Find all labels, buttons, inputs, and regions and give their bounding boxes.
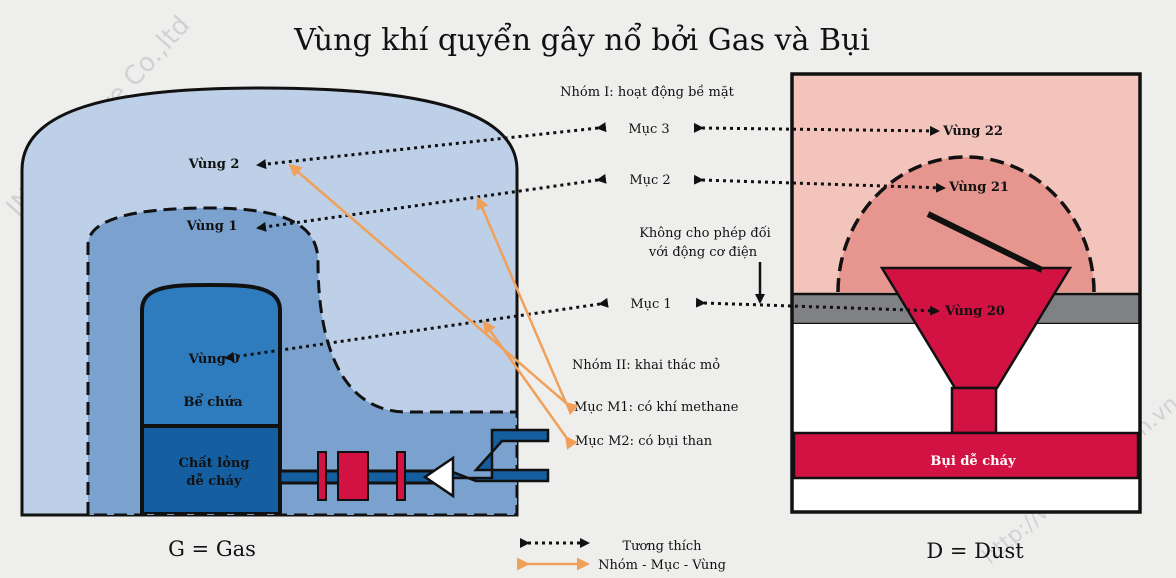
- gas-diagram: Vùng 2 Vùng 1 Vùng 0 Bể chứa Chất lỏng d…: [20, 86, 550, 561]
- dust-frame: [790, 72, 1142, 514]
- label-group2: Nhóm II: khai thác mỏ: [572, 358, 720, 373]
- label-not-allowed-line2: với động cơ điện: [648, 245, 758, 260]
- dust-lever: [926, 211, 1044, 273]
- group-category-zone-arrows: [288, 163, 579, 450]
- label-zone22: Vùng 22: [942, 124, 1003, 139]
- label-cat2: Mục 2: [629, 173, 670, 188]
- label-tank: Bể chứa: [183, 394, 243, 410]
- check-valve-icon: [422, 455, 455, 499]
- label-not-allowed-line1: Không cho phép đối: [639, 225, 771, 241]
- label-m1: Mục M1: có khí methane: [574, 400, 739, 415]
- gas-liquid: [144, 426, 278, 512]
- label-zone1: Vùng 1: [186, 219, 238, 234]
- legend-group-category-zone-label: Nhóm - Mục - Vùng: [598, 558, 726, 573]
- dust-funnel-spout: [950, 386, 998, 435]
- label-cat3: Mục 3: [628, 122, 669, 137]
- pump-flange-left: [317, 451, 327, 501]
- legend-compatible-label: Tương thích: [622, 539, 702, 554]
- label-group1: Nhóm I: hoạt động bề mặt: [560, 84, 734, 100]
- legend: Tương thích Nhóm - Mục - Vùng: [517, 538, 726, 573]
- label-cat1: Mục 1: [630, 297, 671, 312]
- label-liquid-line1: Chất lỏng: [179, 455, 250, 471]
- label-zone2: Vùng 2: [188, 157, 240, 172]
- arrow-cat3-zone22: [693, 122, 940, 136]
- arrow-m2-zone1: [482, 320, 578, 450]
- label-zone21: Vùng 21: [948, 180, 1009, 195]
- dust-diagram: Vùng 22 Vùng 21 Vùng 20 Bụi dễ cháy D = …: [790, 72, 1142, 563]
- label-zone20: Vùng 20: [944, 304, 1005, 319]
- middle-labels: Nhóm I: hoạt động bề mặt Mục 3 Mục 2 Khô…: [560, 84, 771, 449]
- label-m2: Mục M2: có bụi than: [575, 434, 713, 449]
- gas-caption: G = Gas: [168, 537, 256, 561]
- pump-flange-right: [396, 451, 406, 501]
- dust-bed: [792, 431, 1140, 480]
- arrow-cat3-zone2: [256, 122, 607, 170]
- label-zone0: Vùng 0: [188, 352, 240, 367]
- pump-body: [337, 451, 369, 501]
- dust-caption: D = Dust: [926, 539, 1024, 563]
- page-title: Vùng khí quyển gây nổ bởi Gas và Bụi: [293, 22, 870, 58]
- label-dust: Bụi dễ cháy: [930, 453, 1016, 469]
- label-liquid-line2: dễ cháy: [186, 473, 242, 489]
- arrow-cat2-zone21: [693, 174, 946, 193]
